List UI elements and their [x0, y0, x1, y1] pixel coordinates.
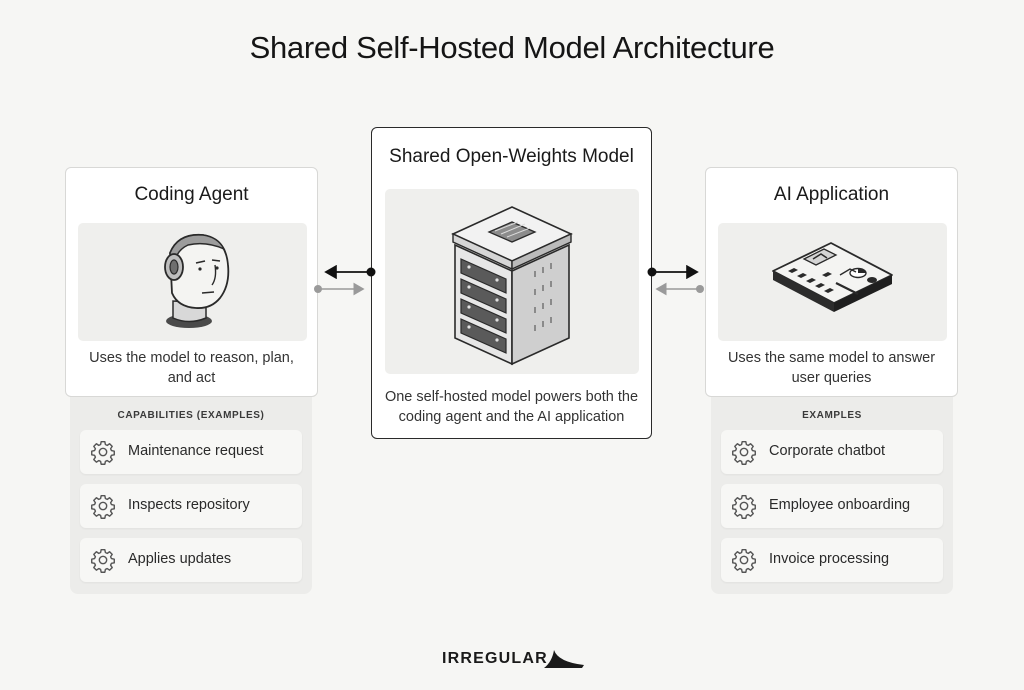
list-item-label: Applies updates — [128, 551, 232, 567]
card-description: Uses the model to reason, plan, and act — [89, 350, 294, 386]
right-dark-arrow — [647, 264, 699, 280]
list-item: Maintenance request — [80, 430, 302, 474]
gear-icon — [90, 547, 116, 573]
illustration-area — [718, 223, 947, 341]
illustration-area — [78, 223, 307, 341]
list-item-label: Inspects repository — [128, 497, 250, 513]
capabilities-heading: CAPABILITIES (EXAMPLES) — [117, 410, 265, 421]
diagram-title: Shared Self-Hosted Model Architecture — [249, 30, 775, 65]
list-item-label: Maintenance request — [128, 443, 264, 459]
card-description: One self-hosted model powers both the co… — [384, 389, 639, 425]
capabilities-panel: CAPABILITIES (EXAMPLES) Maintenance requ… — [70, 392, 312, 594]
list-item: Corporate chatbot — [721, 430, 943, 474]
card-title: AI Application — [773, 184, 890, 205]
server-rack-icon — [451, 206, 573, 366]
examples-heading: EXAMPLES — [802, 410, 862, 421]
list-item: Invoice processing — [721, 538, 943, 582]
card-description: Uses the same model to answer user queri… — [727, 350, 936, 386]
swoosh-logo-icon — [544, 650, 584, 668]
shared-model-card: Shared Open-Weights Model — [371, 127, 652, 439]
gear-icon — [90, 439, 116, 465]
ai-application-card: AI Application Uses the same mod — [705, 167, 958, 397]
gear-icon — [90, 493, 116, 519]
card-title: Shared Open-Weights Model — [389, 146, 634, 167]
left-dark-arrow — [324, 264, 376, 280]
list-item-label: Corporate chatbot — [769, 443, 886, 459]
list-item: Inspects repository — [80, 484, 302, 528]
list-item-label: Invoice processing — [769, 551, 890, 567]
card-title: Coding Agent — [134, 184, 249, 205]
gear-icon — [731, 547, 757, 573]
logo-text: IRREGULAR — [442, 650, 548, 667]
left-light-arrow — [314, 282, 365, 296]
robot-head-icon — [164, 233, 230, 328]
coding-agent-card: Coding Agent Uses the model to reason, p… — [65, 167, 318, 397]
examples-panel: EXAMPLES Corporate chatbot Employee onbo… — [711, 392, 953, 594]
list-item: Applies updates — [80, 538, 302, 582]
list-item: Employee onboarding — [721, 484, 943, 528]
gear-icon — [731, 439, 757, 465]
illustration-area — [385, 189, 639, 374]
app-interface-icon — [772, 242, 893, 312]
gear-icon — [731, 493, 757, 519]
right-light-arrow — [655, 282, 704, 296]
list-item-label: Employee onboarding — [769, 497, 911, 513]
